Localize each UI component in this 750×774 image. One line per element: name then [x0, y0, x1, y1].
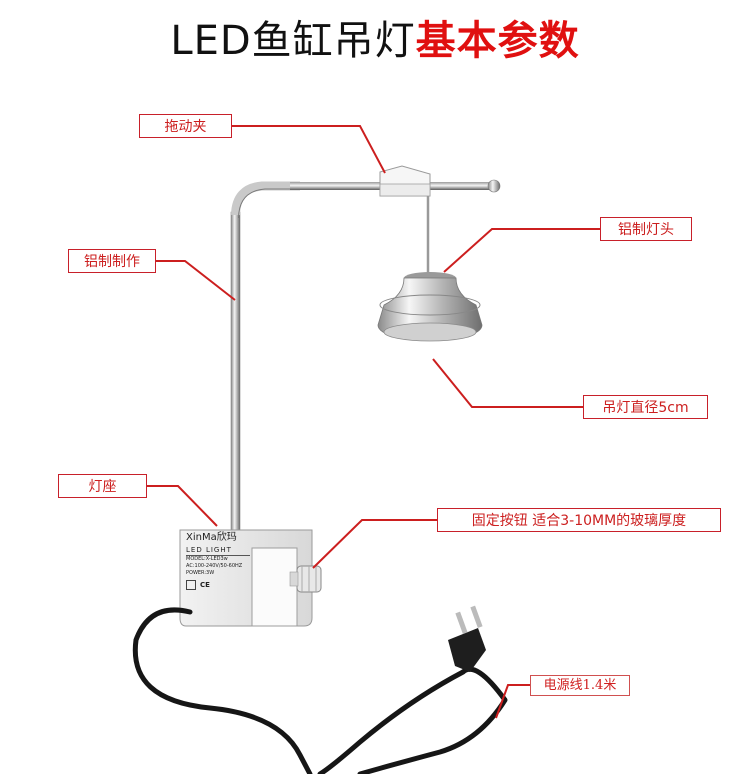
device-brand: XinMa欣玛: [186, 532, 237, 543]
device-line1: LED LIGHT: [186, 546, 250, 556]
label-fix-button: 固定按钮 适合3-10MM的玻璃厚度: [437, 508, 721, 532]
title-part-black: LED鱼缸吊灯: [170, 18, 416, 64]
leader-cord: [495, 684, 530, 719]
aluminum-pole: [230, 211, 241, 538]
power-cord: [132, 607, 313, 774]
leader-aluminum-make: [156, 260, 236, 301]
label-aluminum-head: 铝制灯头: [600, 217, 692, 241]
leader-diameter: [432, 358, 583, 408]
title-part-red: 基本参数: [415, 18, 580, 64]
device-line2: MODEL:X-LED3w: [186, 556, 228, 562]
leader-fix-button: [312, 519, 437, 569]
label-aluminum-make: 铝制制作: [68, 249, 156, 273]
device-line3: AC:100-240V/50-60HZ: [186, 563, 243, 569]
pole-curve: [231, 181, 300, 216]
label-drag-clip: 拖动夹: [139, 114, 232, 138]
leader-drag-clip: [232, 125, 386, 174]
page-title: LED鱼缸吊灯基本参数: [0, 8, 750, 66]
ce-mark: CE: [200, 581, 210, 589]
cert-icon: [186, 580, 196, 590]
label-cord: 电源线1.4米: [530, 675, 630, 696]
leader-lamp-base: [147, 485, 218, 527]
leader-aluminum-head: [443, 228, 600, 273]
label-lamp-base: 灯座: [58, 474, 147, 498]
label-diameter: 吊灯直径5cm: [583, 395, 708, 419]
rod-end-cap: [487, 179, 501, 193]
device-line4: POWER:3W: [186, 570, 215, 576]
plug-body: [448, 628, 486, 672]
device-box-label: XinMa欣玛 LED LIGHT MODEL:X-LED3w AC:100-2…: [186, 531, 250, 590]
leader-lines: [147, 125, 600, 719]
